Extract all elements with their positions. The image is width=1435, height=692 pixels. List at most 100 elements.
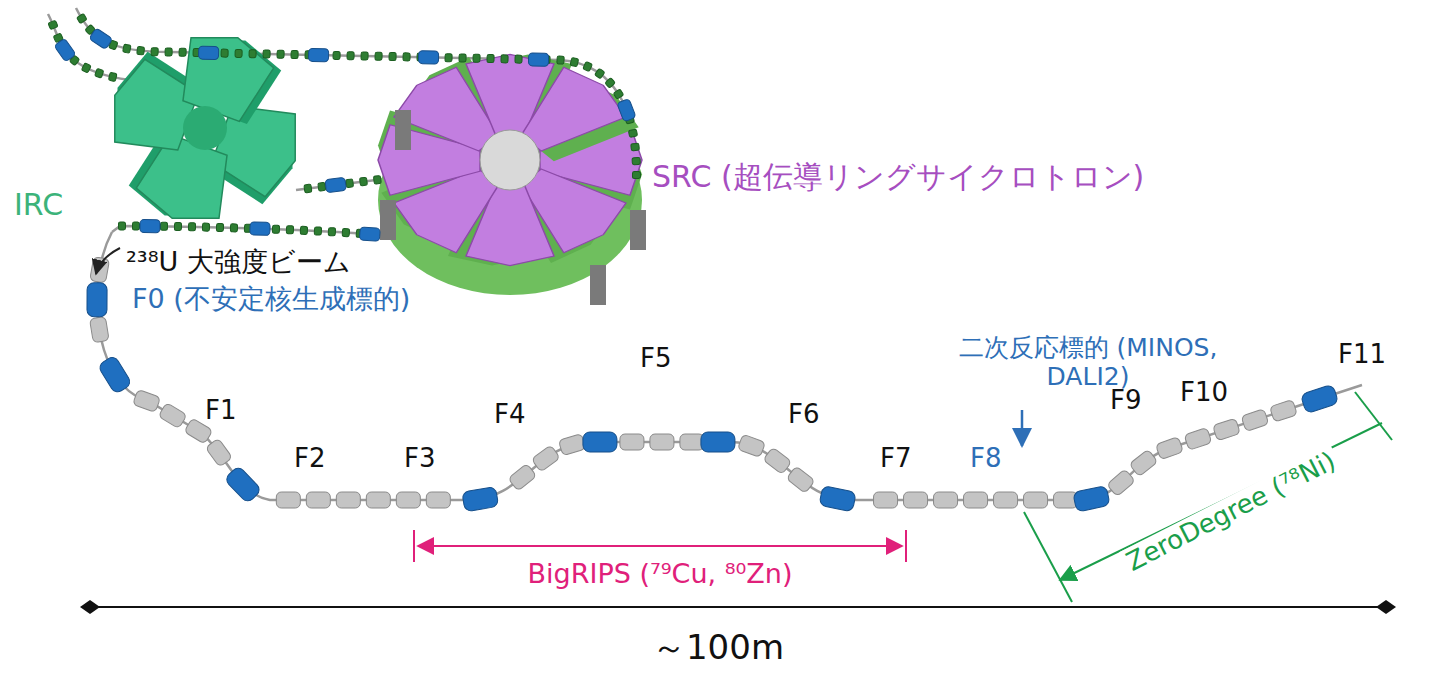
focusing-element <box>304 184 312 193</box>
quadrupole-magnet <box>531 445 560 472</box>
focusing-element <box>202 223 209 231</box>
focusing-element <box>188 223 195 231</box>
focusing-element <box>360 177 368 186</box>
focusing-element <box>179 48 186 56</box>
focusing-element <box>151 48 158 56</box>
focusing-element <box>81 63 91 73</box>
cyclotron-name: SRC (超伝導リングサイクロトロン) <box>652 160 1144 195</box>
focusing-element <box>137 46 145 55</box>
focusing-element <box>632 157 640 164</box>
dipole-magnet <box>583 432 617 452</box>
src-stand <box>590 265 606 305</box>
beam-arrow <box>96 248 120 274</box>
beamline <box>48 8 1362 500</box>
focal-plane: F3 <box>404 444 436 474</box>
beam-pipe <box>97 232 1362 500</box>
focusing-element <box>403 53 410 61</box>
focusing-element <box>277 50 284 58</box>
dipole-magnet <box>224 465 262 503</box>
quadrupole-magnet <box>1184 427 1212 450</box>
focusing-element <box>570 57 579 66</box>
quadrupole-magnet <box>763 447 792 474</box>
dipole-magnet <box>617 99 636 122</box>
target-arrow <box>1021 410 1024 446</box>
quadrupole-magnet <box>737 434 765 457</box>
focusing-element <box>300 226 307 234</box>
beam-label: ²³⁸U 大強度ビーム <box>126 246 351 277</box>
dipole-magnet <box>462 486 499 511</box>
dipole-magnet <box>97 355 132 394</box>
quadrupole-magnet <box>1024 492 1048 508</box>
focusing-element <box>216 223 223 231</box>
focal-plane: F8 <box>970 444 1002 474</box>
bigrips-bracket <box>414 530 906 562</box>
dipole-magnet <box>819 486 856 512</box>
dipole-magnet <box>528 53 548 66</box>
quadrupole-magnet <box>1129 449 1158 476</box>
focusing-element <box>132 222 139 230</box>
focusing-element <box>272 225 279 233</box>
src-stand <box>630 210 646 250</box>
focusing-element <box>605 78 616 89</box>
src-cyclotron <box>373 50 647 305</box>
focusing-element <box>347 52 354 60</box>
dipole-magnet <box>140 220 160 233</box>
quadrupole-magnet <box>874 492 898 508</box>
focal-plane: F1 <box>205 396 237 426</box>
focusing-element <box>473 54 480 62</box>
quadrupole-magnet <box>90 257 110 283</box>
quadrupole-magnet <box>680 434 704 450</box>
irc-core <box>183 106 227 150</box>
scale-label: ～100m <box>652 628 784 667</box>
dipole-magnet <box>1073 486 1110 513</box>
quadrupole-magnet <box>508 464 537 492</box>
focusing-element <box>48 20 58 29</box>
quadrupole-magnet <box>90 316 110 342</box>
quadrupole-magnet <box>904 492 928 508</box>
dipole-magnet <box>418 51 438 64</box>
quadrupole-magnet <box>786 466 815 493</box>
zerodegree-bracket <box>1024 392 1392 602</box>
quadrupole-magnet <box>306 492 330 508</box>
focal-plane: F5 <box>640 344 672 374</box>
focusing-element <box>263 50 270 58</box>
quadrupole-magnet <box>158 403 187 429</box>
cyclotron-name: IRC <box>14 188 63 223</box>
focusing-element <box>595 68 605 79</box>
focusing-element <box>583 61 593 71</box>
quadrupole-magnet <box>1270 399 1298 422</box>
magnets <box>48 13 1339 512</box>
focusing-element <box>373 175 381 184</box>
focusing-element <box>333 51 340 59</box>
dipole-magnet <box>54 38 76 62</box>
target-label: 二次反応標的 (MINOS, DALI2) <box>953 334 1223 392</box>
focal-plane: F4 <box>494 400 526 430</box>
quadrupole-magnet <box>1213 418 1241 441</box>
focusing-element <box>108 72 117 81</box>
quadrupole-magnet <box>133 389 161 412</box>
focusing-element <box>291 50 298 58</box>
quadrupole-magnet <box>366 492 390 508</box>
focusing-element <box>557 56 564 64</box>
focusing-element <box>459 54 466 62</box>
focusing-element <box>165 48 172 56</box>
scale-bar <box>80 600 1396 614</box>
focusing-element <box>632 172 640 179</box>
focusing-element <box>174 222 181 230</box>
dipole-magnet <box>308 48 328 61</box>
dipole-magnet <box>87 283 107 317</box>
focusing-element <box>628 129 637 137</box>
focusing-element <box>328 228 335 236</box>
quadrupole-magnet <box>1107 469 1136 497</box>
quadrupole-magnet <box>650 434 674 450</box>
dipole-magnet <box>325 177 346 192</box>
focusing-element <box>249 50 256 58</box>
target-label: F0 (不安定核生成標的) <box>132 283 410 314</box>
dipole-magnet <box>250 222 270 236</box>
focusing-element <box>318 182 326 191</box>
focusing-element <box>230 224 237 232</box>
quadrupole-magnet <box>964 492 988 508</box>
focusing-element <box>95 68 104 78</box>
quadrupole-magnet <box>1241 409 1269 432</box>
